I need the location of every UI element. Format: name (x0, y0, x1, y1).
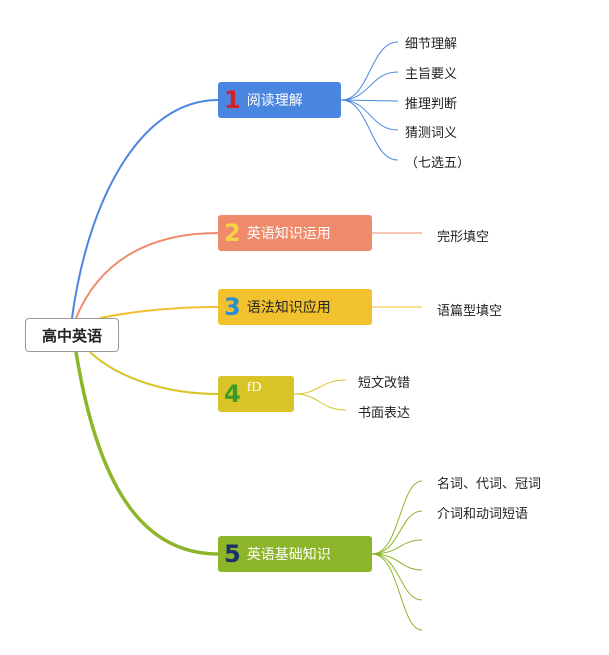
branch-node-5[interactable]: 5 英语基础知识 (218, 536, 372, 572)
leaf-1-5[interactable]: （七选五） (405, 156, 471, 171)
branch-node-2[interactable]: 2 英语知识运用 (218, 215, 372, 251)
branch-number-4: 4 (224, 380, 241, 408)
connector-root-branch-3 (99, 306, 219, 319)
branch-number-5: 5 (224, 540, 241, 568)
leaf-5-2[interactable]: 介词和动词短语 (437, 507, 529, 522)
branch-label-4: fD (246, 380, 262, 395)
root-label: 高中英语 (41, 326, 102, 345)
connector-root-branch-5 (74, 351, 219, 556)
branch-node-4[interactable]: 4 fD (218, 376, 294, 412)
branch-label-3: 语法知识应用 (246, 300, 331, 316)
leaf-1-3[interactable]: 推理判断 (405, 97, 458, 112)
branch-number-2: 2 (224, 219, 241, 247)
root-node[interactable]: 高中英语 (25, 318, 119, 352)
branch-label-2: 英语知识运用 (246, 226, 331, 242)
branch-node-1[interactable]: 1 阅读理解 (218, 82, 341, 118)
branch-number-1: 1 (224, 86, 241, 114)
connector-root-branch-4 (89, 351, 219, 395)
leaf-4-1[interactable]: 短文改错 (358, 376, 411, 391)
connector-root-branch-2 (75, 232, 219, 319)
leaf-1-1[interactable]: 细节理解 (405, 37, 458, 52)
branch-number-3: 3 (224, 293, 241, 321)
leaf-1-2[interactable]: 主旨要义 (405, 67, 458, 82)
branch-label-5: 英语基础知识 (246, 547, 331, 563)
leaf-5-1[interactable]: 名词、代词、冠词 (437, 477, 542, 492)
leaf-2-1[interactable]: 完形填空 (437, 230, 490, 245)
leaf-4-2[interactable]: 书面表达 (358, 406, 411, 421)
branch-node-3[interactable]: 3 语法知识应用 (218, 289, 372, 325)
branch-label-1: 阅读理解 (246, 93, 303, 109)
leaf-3-1[interactable]: 语篇型填空 (437, 304, 503, 319)
leaf-1-4[interactable]: 猜测词义 (405, 126, 458, 141)
connector-root-branch-1 (71, 99, 219, 319)
